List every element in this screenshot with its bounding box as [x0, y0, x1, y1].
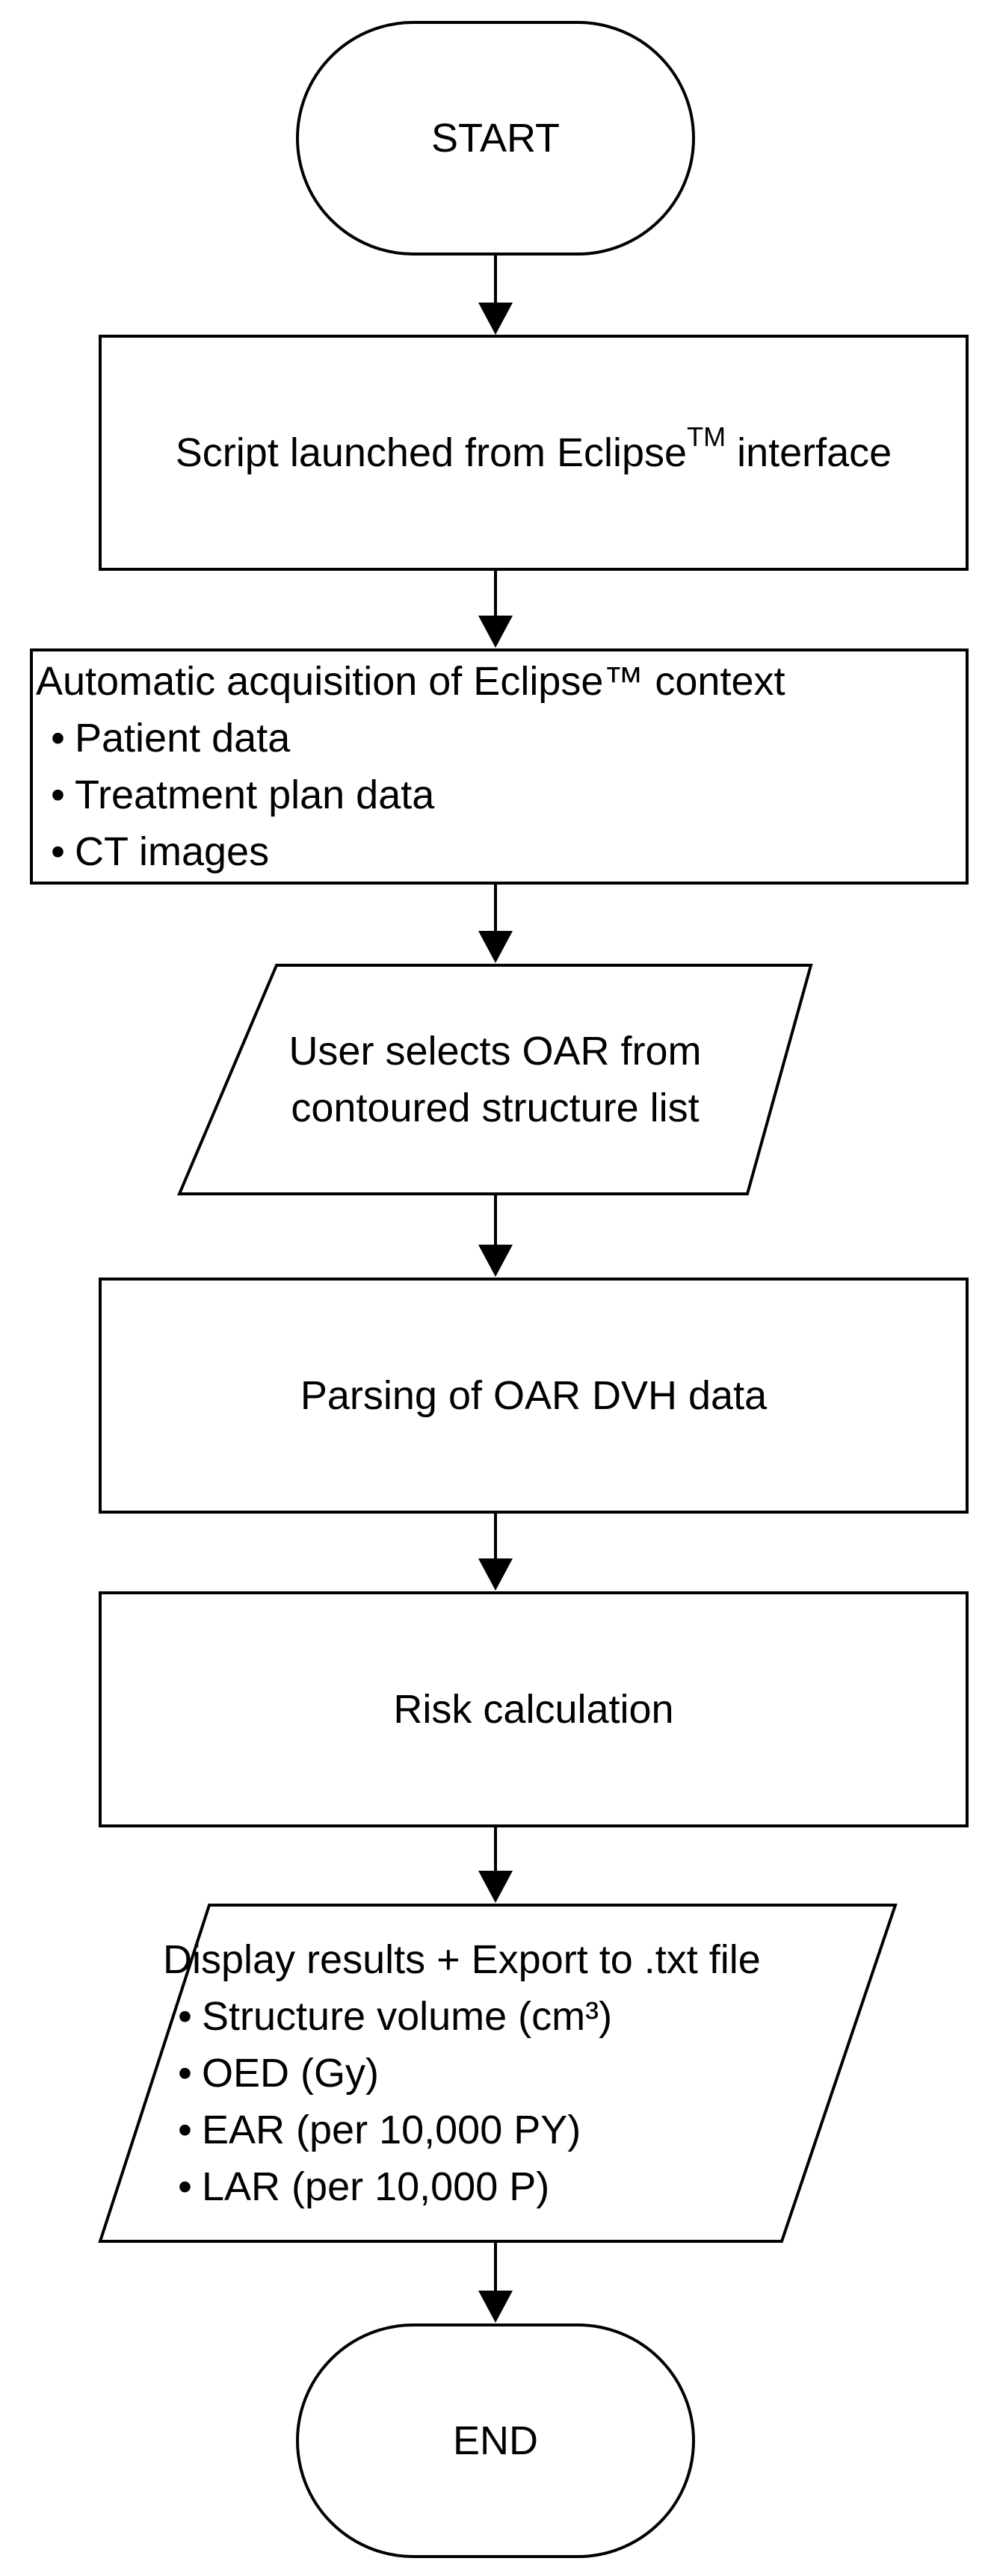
context-item-patient-data: Patient data: [36, 710, 290, 767]
parse-process-box: [99, 1278, 969, 1514]
select-label-line-2: contoured structure list: [291, 1086, 700, 1130]
display-heading: Display results + Export to .txt file: [163, 1937, 761, 1982]
launch-process-box: [99, 335, 969, 571]
display-item-lar: LAR (per 10,000 P): [163, 2158, 549, 2215]
arrowhead-start-to-launch: [478, 303, 513, 335]
trademark-superscript: TM: [687, 421, 726, 452]
start-label-container: START: [297, 22, 694, 254]
end-label: END: [452, 2418, 538, 2463]
risk-process-box: [99, 1591, 969, 1827]
context-label-container: Automatic acquisition of Eclipse™ contex…: [36, 650, 963, 883]
select-label-container: User selects OAR from contoured structur…: [179, 965, 811, 1194]
arrowhead-launch-to-context: [478, 616, 513, 648]
launch-label-line: Script launched from EclipseTM interface: [176, 424, 892, 481]
arrowhead-risk-to-display: [478, 1871, 513, 1903]
risk-label: Risk calculation: [393, 1687, 674, 1732]
arrowhead-select-to-parse: [478, 1245, 513, 1277]
parse-label-container: Parsing of OAR DVH data: [100, 1279, 967, 1512]
launch-label-container: Script launched from EclipseTM interface: [100, 336, 967, 569]
select-label-line-1: User selects OAR from: [288, 1029, 702, 1074]
arrowhead-context-to-select: [478, 931, 513, 963]
display-item-structure-volume: Structure volume (cm³): [163, 1988, 612, 2045]
risk-label-container: Risk calculation: [100, 1593, 967, 1826]
context-heading: Automatic acquisition of Eclipse™ contex…: [36, 659, 785, 704]
end-terminal: [296, 2323, 695, 2558]
arrowhead-parse-to-risk: [478, 1558, 513, 1591]
arrowhead-display-to-end: [478, 2291, 513, 2323]
context-item-ct-images: CT images: [36, 823, 269, 880]
parse-label: Parsing of OAR DVH data: [300, 1373, 768, 1418]
launch-label: Script launched from Eclipse: [175, 430, 688, 475]
context-item-treatment-plan-data: Treatment plan data: [36, 767, 434, 823]
end-label-container: END: [297, 2325, 694, 2557]
display-label-container: Display results + Export to .txt file St…: [163, 1905, 836, 2241]
launch-label-suffix: interface: [726, 430, 892, 475]
display-item-ear: EAR (per 10,000 PY): [163, 2102, 581, 2158]
select-input-parallelogram: [176, 964, 813, 1195]
start-label: START: [430, 116, 561, 161]
display-item-oed: OED (Gy): [163, 2045, 379, 2102]
